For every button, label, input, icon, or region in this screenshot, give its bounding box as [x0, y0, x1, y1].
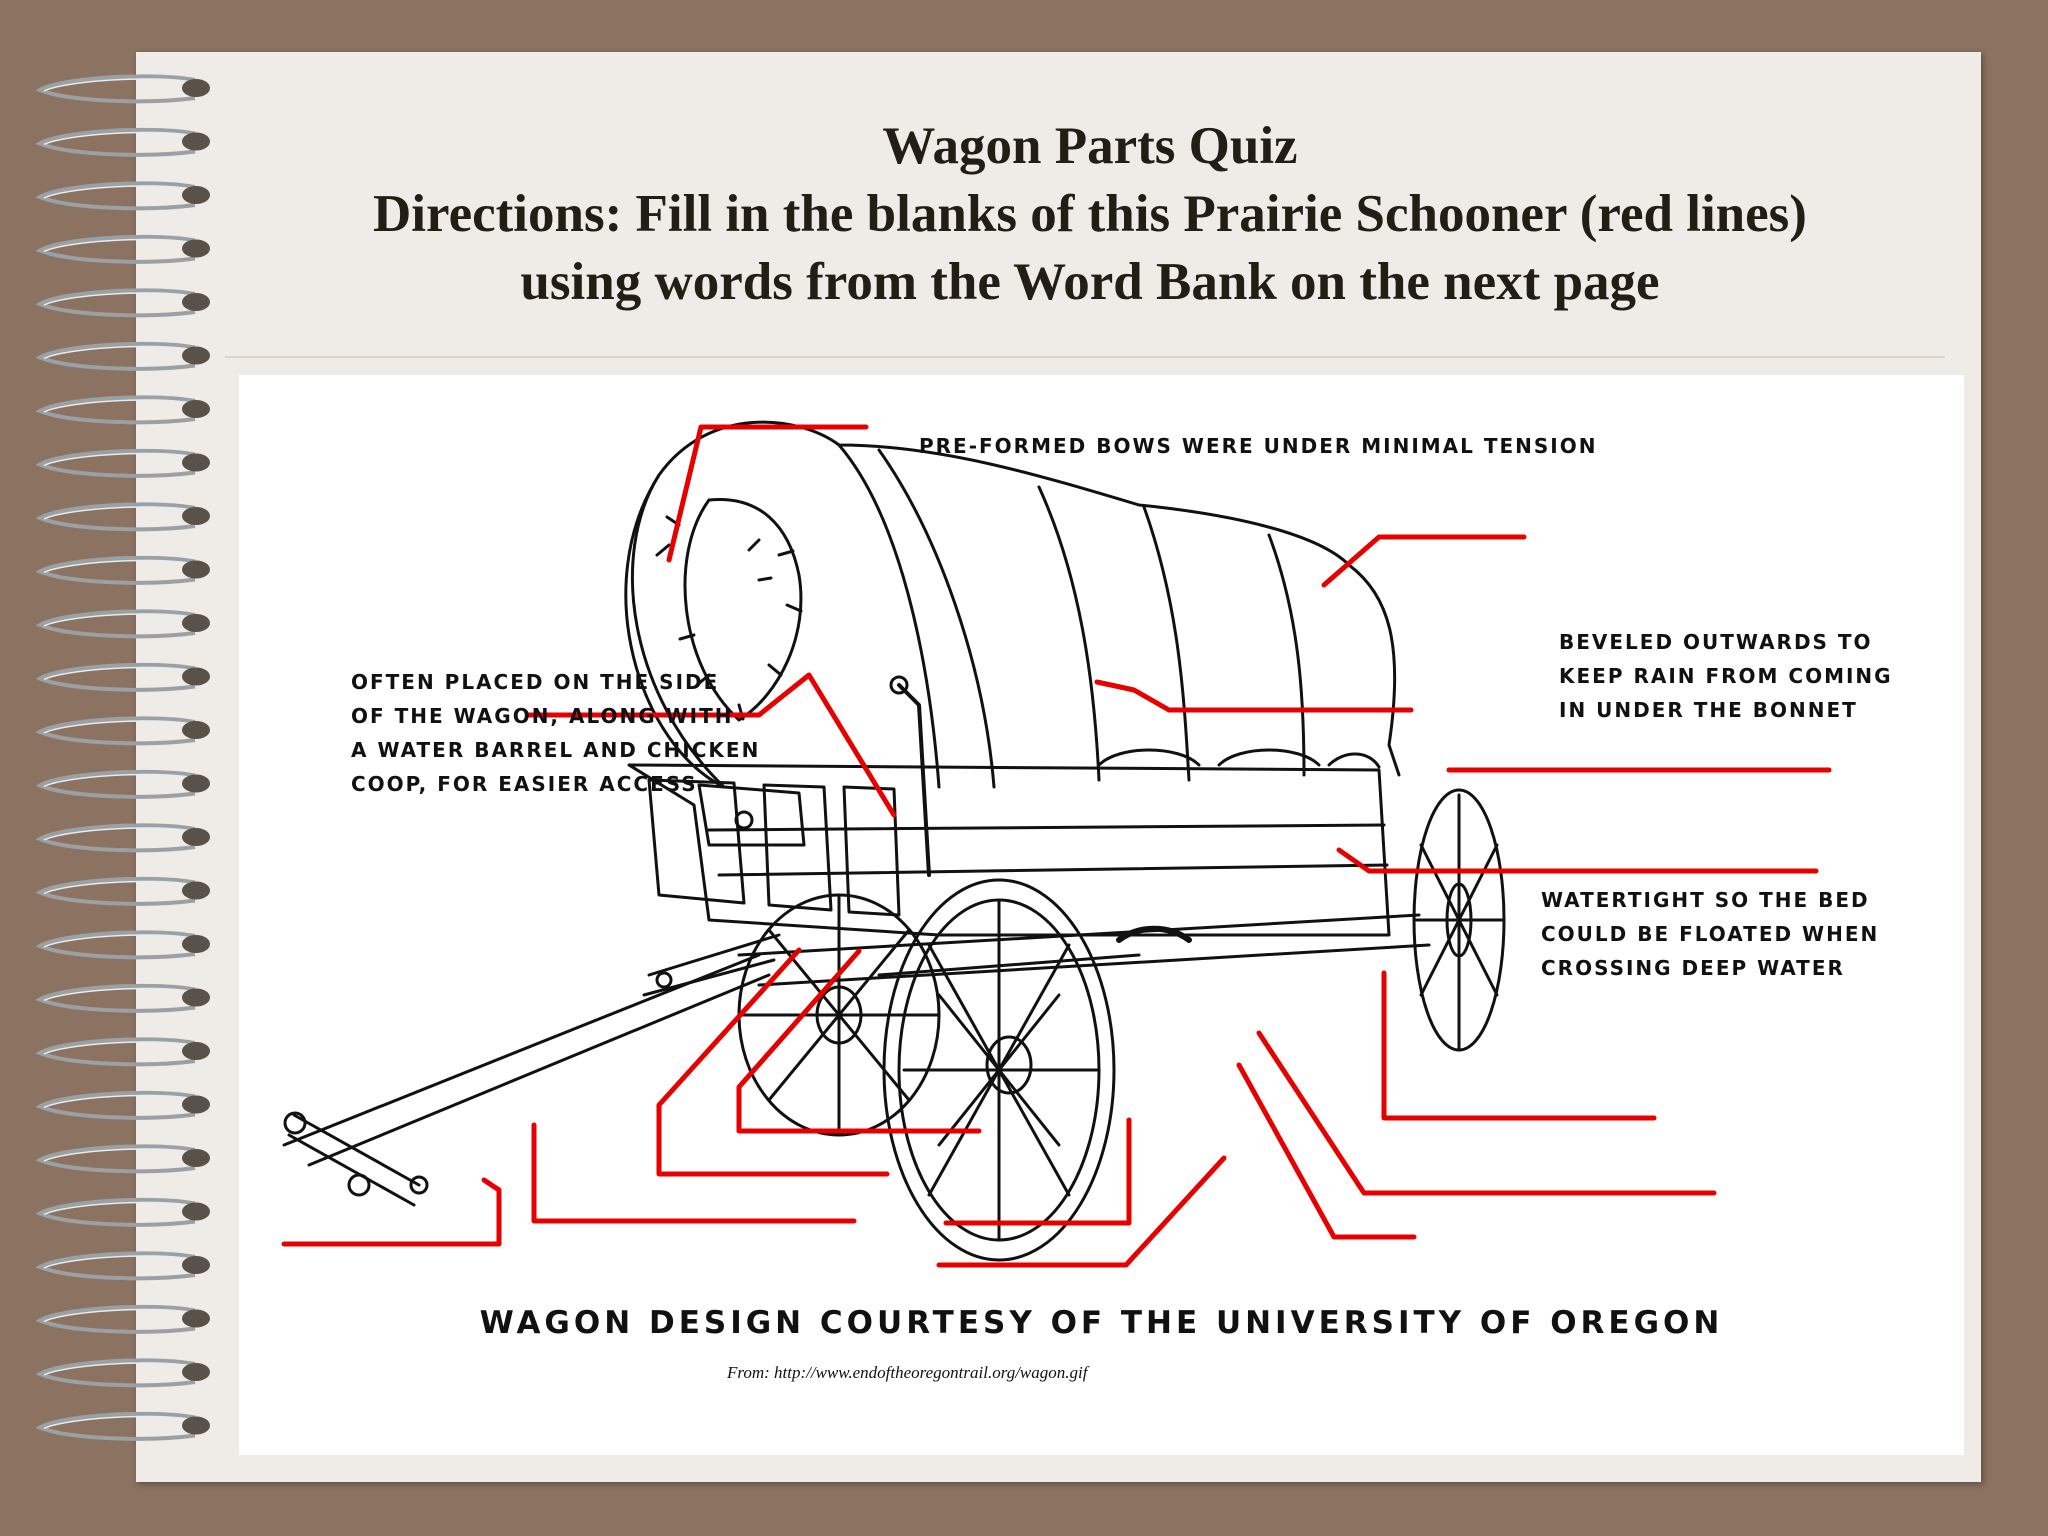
box-rail	[707, 823, 1389, 877]
spiral-ring	[35, 983, 210, 1013]
spiral-ring	[35, 555, 210, 585]
toolbox-handle	[734, 810, 754, 830]
front-wheel-large	[882, 878, 1116, 1262]
caption-side-line-3: A WATER BARREL AND CHICKEN	[351, 738, 761, 762]
spiral-ring	[35, 74, 210, 104]
spiral-ring	[35, 1197, 210, 1227]
spiral-ring	[35, 716, 210, 746]
blank-line-tongue	[531, 1122, 857, 1224]
slide-title: Wagon Parts Quiz	[882, 117, 1298, 175]
caption-bows: PRE-FORMED BOWS WERE UNDER MINIMAL TENSI…	[919, 429, 1597, 463]
wagon-illustration	[281, 420, 1832, 1268]
spiral-ring	[35, 1358, 210, 1388]
caption-side: OFTEN PLACED ON THE SIDE OF THE WAGON, A…	[351, 665, 760, 801]
spiral-ring	[35, 181, 210, 211]
spiral-ring	[35, 395, 210, 425]
caption-watertight-line-1: WATERTIGHT SO THE BED	[1541, 888, 1870, 912]
spiral-ring	[35, 1411, 210, 1441]
caption-side-line-4: COOP, FOR EASIER ACCESS	[351, 772, 698, 796]
blank-line-bonnet	[1321, 534, 1527, 588]
design-credit: WAGON DESIGN COURTESY OF THE UNIVERSITY …	[479, 1305, 1724, 1341]
box-panel-2	[762, 783, 833, 912]
spiral-ring	[35, 448, 210, 478]
wheel-hub	[985, 1035, 1033, 1095]
blank-line-reach	[656, 947, 890, 1177]
directions-line-1: Directions: Fill in the blanks of this P…	[373, 185, 1807, 243]
blank-line-spokes	[1236, 1062, 1417, 1240]
bow-2	[877, 448, 996, 789]
spiral-binding	[35, 74, 210, 1441]
box-panel-1	[647, 778, 746, 905]
answer-blank-lines	[281, 424, 1832, 1268]
blank-line-rear-wheel	[1381, 970, 1657, 1121]
spiral-ring	[35, 823, 210, 853]
undercarriage	[737, 913, 1431, 987]
slide-title-block: Wagon Parts Quiz Directions: Fill in the…	[190, 112, 1990, 316]
bow-3	[1037, 485, 1101, 782]
caption-side-line-2: OF THE WAGON, ALONG WITH	[351, 704, 734, 728]
spiral-ring	[35, 876, 210, 906]
caption-beveled: BEVELED OUTWARDS TO KEEP RAIN FROM COMIN…	[1559, 625, 1893, 727]
spiral-ring	[35, 502, 210, 532]
blank-line-doubletree	[281, 1177, 502, 1247]
spiral-ring	[35, 1090, 210, 1120]
blank-line-axle	[943, 1117, 1132, 1226]
spiral-ring	[35, 1304, 210, 1334]
wagon-bonnet	[624, 420, 1401, 789]
spiral-ring	[35, 662, 210, 692]
spiral-ring	[35, 930, 210, 960]
spiral-ring	[35, 234, 210, 264]
blank-line-brake	[1094, 679, 1414, 713]
bonnet-ruffles	[655, 515, 803, 721]
spiral-ring	[35, 769, 210, 799]
source-url: From: http://www.endoftheoregontrail.org…	[727, 1363, 1088, 1382]
blank-line-tire	[936, 1155, 1227, 1268]
doubletree	[287, 1113, 421, 1207]
spiral-ring	[35, 341, 210, 371]
bow-5	[1267, 533, 1306, 777]
blank-line-bed	[1336, 847, 1819, 874]
caption-bows-line: PRE-FORMED BOWS WERE UNDER MINIMAL TENSI…	[919, 434, 1598, 458]
spiral-ring	[35, 127, 210, 157]
caption-side-line-1: OFTEN PLACED ON THE SIDE	[351, 670, 720, 694]
bow-1	[837, 443, 941, 789]
bow-4	[1142, 505, 1191, 782]
blank-line-hub	[1256, 1030, 1717, 1196]
hitch	[642, 933, 781, 997]
blank-line-toolbox	[526, 672, 897, 818]
caption-watertight: WATERTIGHT SO THE BED COULD BE FLOATED W…	[1541, 883, 1879, 985]
blank-line-bows	[666, 424, 869, 563]
springs	[1116, 925, 1192, 943]
wagon-tongue	[282, 953, 771, 1167]
front-bow-outer	[630, 473, 726, 789]
spiral-ring	[35, 288, 210, 318]
brake-lever	[897, 683, 931, 877]
caption-beveled-line-2: KEEP RAIN FROM COMING	[1559, 664, 1893, 688]
caption-beveled-line-3: IN UNDER THE BONNET	[1559, 698, 1858, 722]
spiral-ring	[35, 1144, 210, 1174]
side-toolbox	[697, 783, 806, 847]
directions-line-2: using words from the Word Bank on the ne…	[520, 253, 1660, 311]
spiral-ring	[35, 1037, 210, 1067]
blank-line-hounds	[736, 948, 982, 1134]
spiral-ring	[35, 609, 210, 639]
wagon-diagram-panel: PRE-FORMED BOWS WERE UNDER MINIMAL TENSI…	[239, 375, 1964, 1455]
wheel-spokes	[902, 898, 1101, 1242]
caption-beveled-line-1: BEVELED OUTWARDS TO	[1559, 630, 1873, 654]
caption-watertight-line-3: CROSSING DEEP WATER	[1541, 956, 1845, 980]
front-bow-inner	[683, 497, 803, 722]
title-divider	[225, 356, 1945, 358]
spiral-ring	[35, 1251, 210, 1281]
seat-cushions	[1097, 748, 1381, 769]
caption-watertight-line-2: COULD BE FLOATED WHEN	[1541, 922, 1880, 946]
